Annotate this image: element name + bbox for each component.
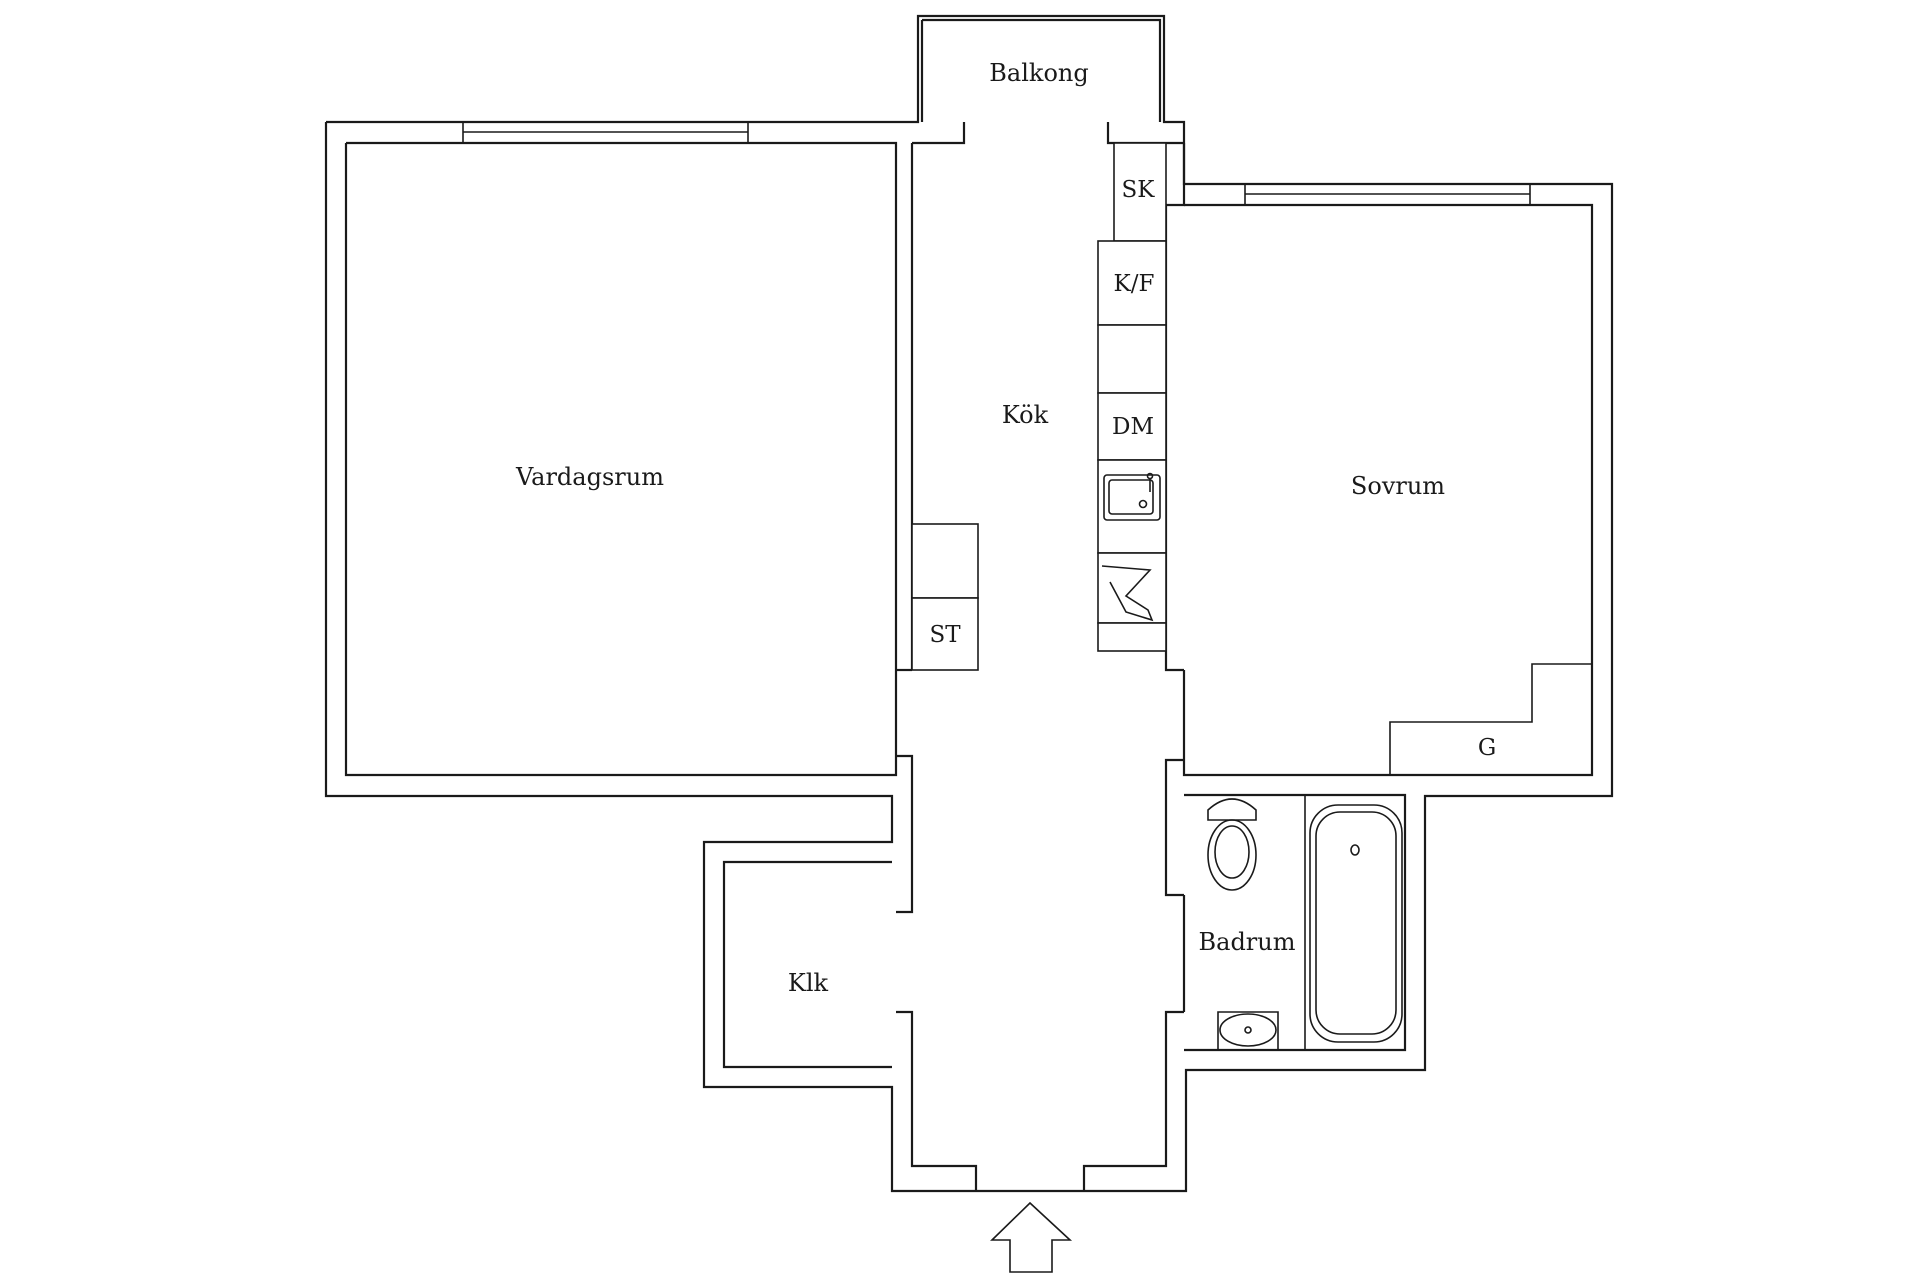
hall-walls — [722, 754, 1184, 1191]
room-label-sovrum: Sovrum — [1351, 472, 1445, 500]
kitchen-counter-right — [1097, 142, 1167, 652]
room-label-balkong: Balkong — [989, 59, 1088, 87]
room-label-badrum: Badrum — [1199, 928, 1296, 956]
room-label-klk: Klk — [788, 969, 829, 997]
fixture-label-g: G — [1478, 735, 1496, 761]
fixture-label-kf: K/F — [1114, 271, 1155, 297]
kitchen-sink-icon — [1103, 472, 1161, 521]
toilet-icon — [1207, 798, 1257, 891]
fixture-label-sk: SK — [1122, 177, 1156, 203]
bedroom-walls — [1182, 203, 1594, 777]
windows — [462, 122, 1531, 205]
bathtub-icon — [1304, 794, 1406, 1051]
stove-icon — [1101, 565, 1154, 622]
fixture-label-dm: DM — [1112, 414, 1154, 440]
room-label-vardagsrum: Vardagsrum — [515, 463, 664, 491]
fixture-label-st: ST — [929, 622, 961, 648]
outer-walls — [324, 14, 1614, 1193]
kitchen-counter-left — [911, 523, 979, 671]
room-label-kok: Kök — [1002, 401, 1049, 429]
washbasin-icon — [1217, 1011, 1279, 1051]
entrance-arrow-icon — [990, 1201, 1073, 1273]
